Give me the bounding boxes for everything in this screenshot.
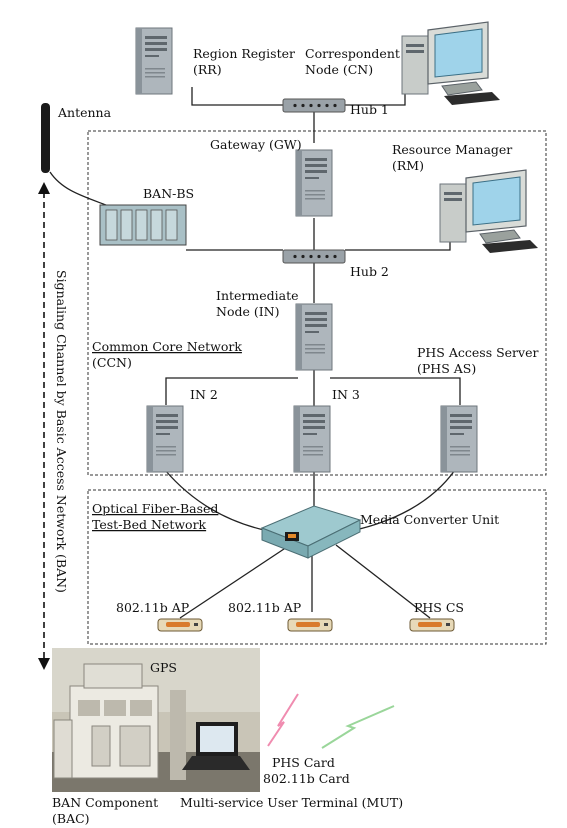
in2-server-icon bbox=[146, 405, 184, 473]
phs-as-label-line2: (PHS AS) bbox=[417, 361, 476, 376]
wlan-signal-icon bbox=[321, 705, 395, 749]
media-converter-unit-icon bbox=[260, 505, 362, 559]
ban-bs-rack-icon bbox=[99, 204, 187, 246]
ap2-label: 802.11b AP bbox=[228, 600, 301, 615]
in3-label: IN 3 bbox=[332, 387, 360, 402]
rm-label-line1: Resource Manager bbox=[392, 142, 512, 157]
link-in2-mcu bbox=[164, 469, 265, 531]
phs-cs-label: PHS CS bbox=[414, 600, 464, 615]
in3-server-icon bbox=[293, 405, 331, 473]
rm-label-line2: (RM) bbox=[392, 158, 424, 173]
arrow-head-up-icon bbox=[38, 182, 50, 194]
rr-label-line1: Region Register bbox=[193, 46, 295, 61]
phs-signal-icon bbox=[267, 693, 299, 747]
region-register-server-icon bbox=[135, 27, 173, 95]
equipment-photo bbox=[52, 648, 260, 792]
optical-fiber-label-line2: Test-Bed Network bbox=[92, 517, 207, 532]
link-in-in2 bbox=[165, 377, 298, 405]
hub1-label: Hub 1 bbox=[350, 102, 389, 117]
link-phsas-mcu bbox=[354, 469, 456, 531]
signaling-channel-label: Signaling Channel by Basic Access Networ… bbox=[54, 270, 69, 593]
hub2-switch-icon bbox=[282, 249, 346, 264]
link-mcu-phscs bbox=[335, 544, 431, 619]
common-core-network-box bbox=[87, 130, 547, 476]
antenna-label: Antenna bbox=[57, 105, 112, 120]
link-in-phsas bbox=[330, 377, 461, 405]
rr-label-line2: (RR) bbox=[193, 62, 222, 77]
arrow-head-down-icon bbox=[38, 658, 50, 670]
media-converter-label: Media Converter Unit bbox=[360, 512, 499, 527]
hub1-switch-icon bbox=[282, 98, 346, 113]
link-mcu-ap1 bbox=[179, 544, 291, 619]
ccn-label-line2: (CCN) bbox=[92, 355, 132, 370]
cn-label-line1: Correspondent bbox=[305, 46, 400, 61]
intermediate-node-server-icon bbox=[295, 303, 333, 371]
resource-manager-pc-icon bbox=[439, 169, 539, 254]
gps-label: GPS bbox=[150, 660, 177, 675]
link-antenna-banbs bbox=[49, 171, 107, 206]
test-bed-network-box bbox=[87, 489, 547, 645]
in-label-line1: Intermediate bbox=[216, 288, 299, 303]
in-label-line2: Node (IN) bbox=[216, 304, 279, 319]
ccn-label-line1: Common Core Network bbox=[92, 339, 242, 354]
phs-as-label-line1: PHS Access Server bbox=[417, 345, 538, 360]
phs-card-label: PHS Card bbox=[272, 755, 335, 770]
link-hub2-rm bbox=[345, 232, 451, 251]
bac-label-line2: (BAC) bbox=[52, 811, 90, 826]
phs-access-server-icon bbox=[440, 405, 478, 473]
antenna-icon bbox=[41, 103, 50, 173]
phs-cs-device-icon bbox=[409, 618, 455, 632]
gateway-server-icon bbox=[295, 149, 333, 217]
in2-label: IN 2 bbox=[190, 387, 218, 402]
bac-label-line1: BAN Component bbox=[52, 795, 158, 810]
cn-label-line2: Node (CN) bbox=[305, 62, 373, 77]
correspondent-node-pc-icon bbox=[401, 21, 501, 106]
mut-label: Multi-service User Terminal (MUT) bbox=[180, 795, 403, 810]
link-rr-hub1 bbox=[191, 87, 283, 106]
ban-bs-label: BAN-BS bbox=[143, 186, 194, 201]
ap1-device-icon bbox=[157, 618, 203, 632]
hub2-label: Hub 2 bbox=[350, 264, 389, 279]
ap2-device-icon bbox=[287, 618, 333, 632]
ap1-label: 802.11b AP bbox=[116, 600, 189, 615]
wlan-card-label: 802.11b Card bbox=[263, 771, 350, 786]
gateway-label: Gateway (GW) bbox=[210, 137, 302, 152]
network-links bbox=[49, 70, 461, 619]
laptop-icon bbox=[182, 722, 250, 770]
optical-fiber-label-line1: Optical Fiber-Based bbox=[92, 501, 218, 516]
